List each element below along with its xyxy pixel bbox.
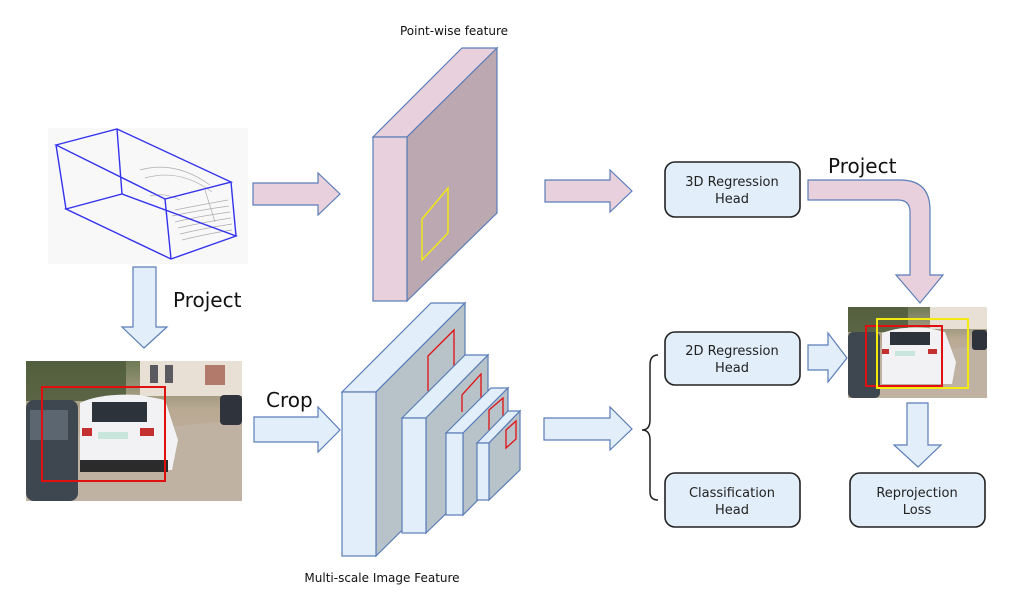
- yellow-projected-box: [876, 318, 969, 389]
- point-cloud-3d-box: [48, 128, 248, 264]
- classification-head-box: Classification Head: [664, 472, 801, 528]
- point-cloud-points: [139, 166, 233, 241]
- classification-head-line2: Head: [715, 503, 749, 518]
- yellow-region-box: [421, 186, 449, 262]
- point-cloud-background: [48, 128, 248, 264]
- red-2d-box-large: [41, 386, 166, 482]
- crop-label: Crop: [266, 388, 313, 412]
- reprojection-loss-line1: Reprojection: [876, 486, 957, 501]
- camera-image-large: [26, 361, 242, 501]
- regression-2d-head-line2: Head: [715, 361, 749, 376]
- classification-head-line1: Classification: [689, 486, 775, 501]
- red-region-3: [488, 396, 504, 430]
- arrow-to-pointwise-feature: [252, 171, 341, 217]
- red-region-1: [427, 328, 455, 391]
- regression-2d-head-line1: 2D Regression: [685, 344, 779, 359]
- point-wise-feature-label: Point-wise feature: [400, 24, 508, 38]
- multi-scale-feature-label: Multi-scale Image Feature: [304, 571, 459, 585]
- red-region-4: [505, 419, 517, 450]
- arrow-to-small-image: [807, 331, 848, 384]
- slab-front-face: [372, 136, 408, 302]
- arrow-project-down-left: [120, 266, 169, 349]
- regression-3d-head-box: 3D Regression Head: [664, 161, 801, 218]
- regression-3d-head-line1: 3D Regression: [685, 175, 779, 190]
- arrow-to-reprojection-loss: [892, 402, 943, 468]
- point-wise-feature-slab: [371, 46, 499, 303]
- curly-brace: [641, 354, 659, 501]
- reprojection-loss-box: Reprojection Loss: [849, 472, 986, 528]
- curved-project-arrow: [807, 179, 945, 304]
- camera-image-small: [848, 307, 987, 398]
- red-2d-box-small: [865, 325, 943, 387]
- project-label-right: Project: [828, 154, 897, 178]
- reprojection-loss-line2: Loss: [903, 503, 932, 518]
- red-region-2: [461, 372, 482, 412]
- feature-block-4: [475, 409, 522, 502]
- arrow-crop: [253, 405, 341, 454]
- regression-2d-head-box: 2D Regression Head: [664, 331, 801, 386]
- project-label-left: Project: [173, 288, 242, 312]
- arrow-to-3d-regression: [544, 168, 633, 214]
- arrow-to-2d-heads: [543, 405, 633, 452]
- regression-3d-head-line2: Head: [715, 192, 749, 207]
- multi-scale-feature-blocks: [340, 301, 522, 558]
- bounding-box-3d: [54, 128, 239, 260]
